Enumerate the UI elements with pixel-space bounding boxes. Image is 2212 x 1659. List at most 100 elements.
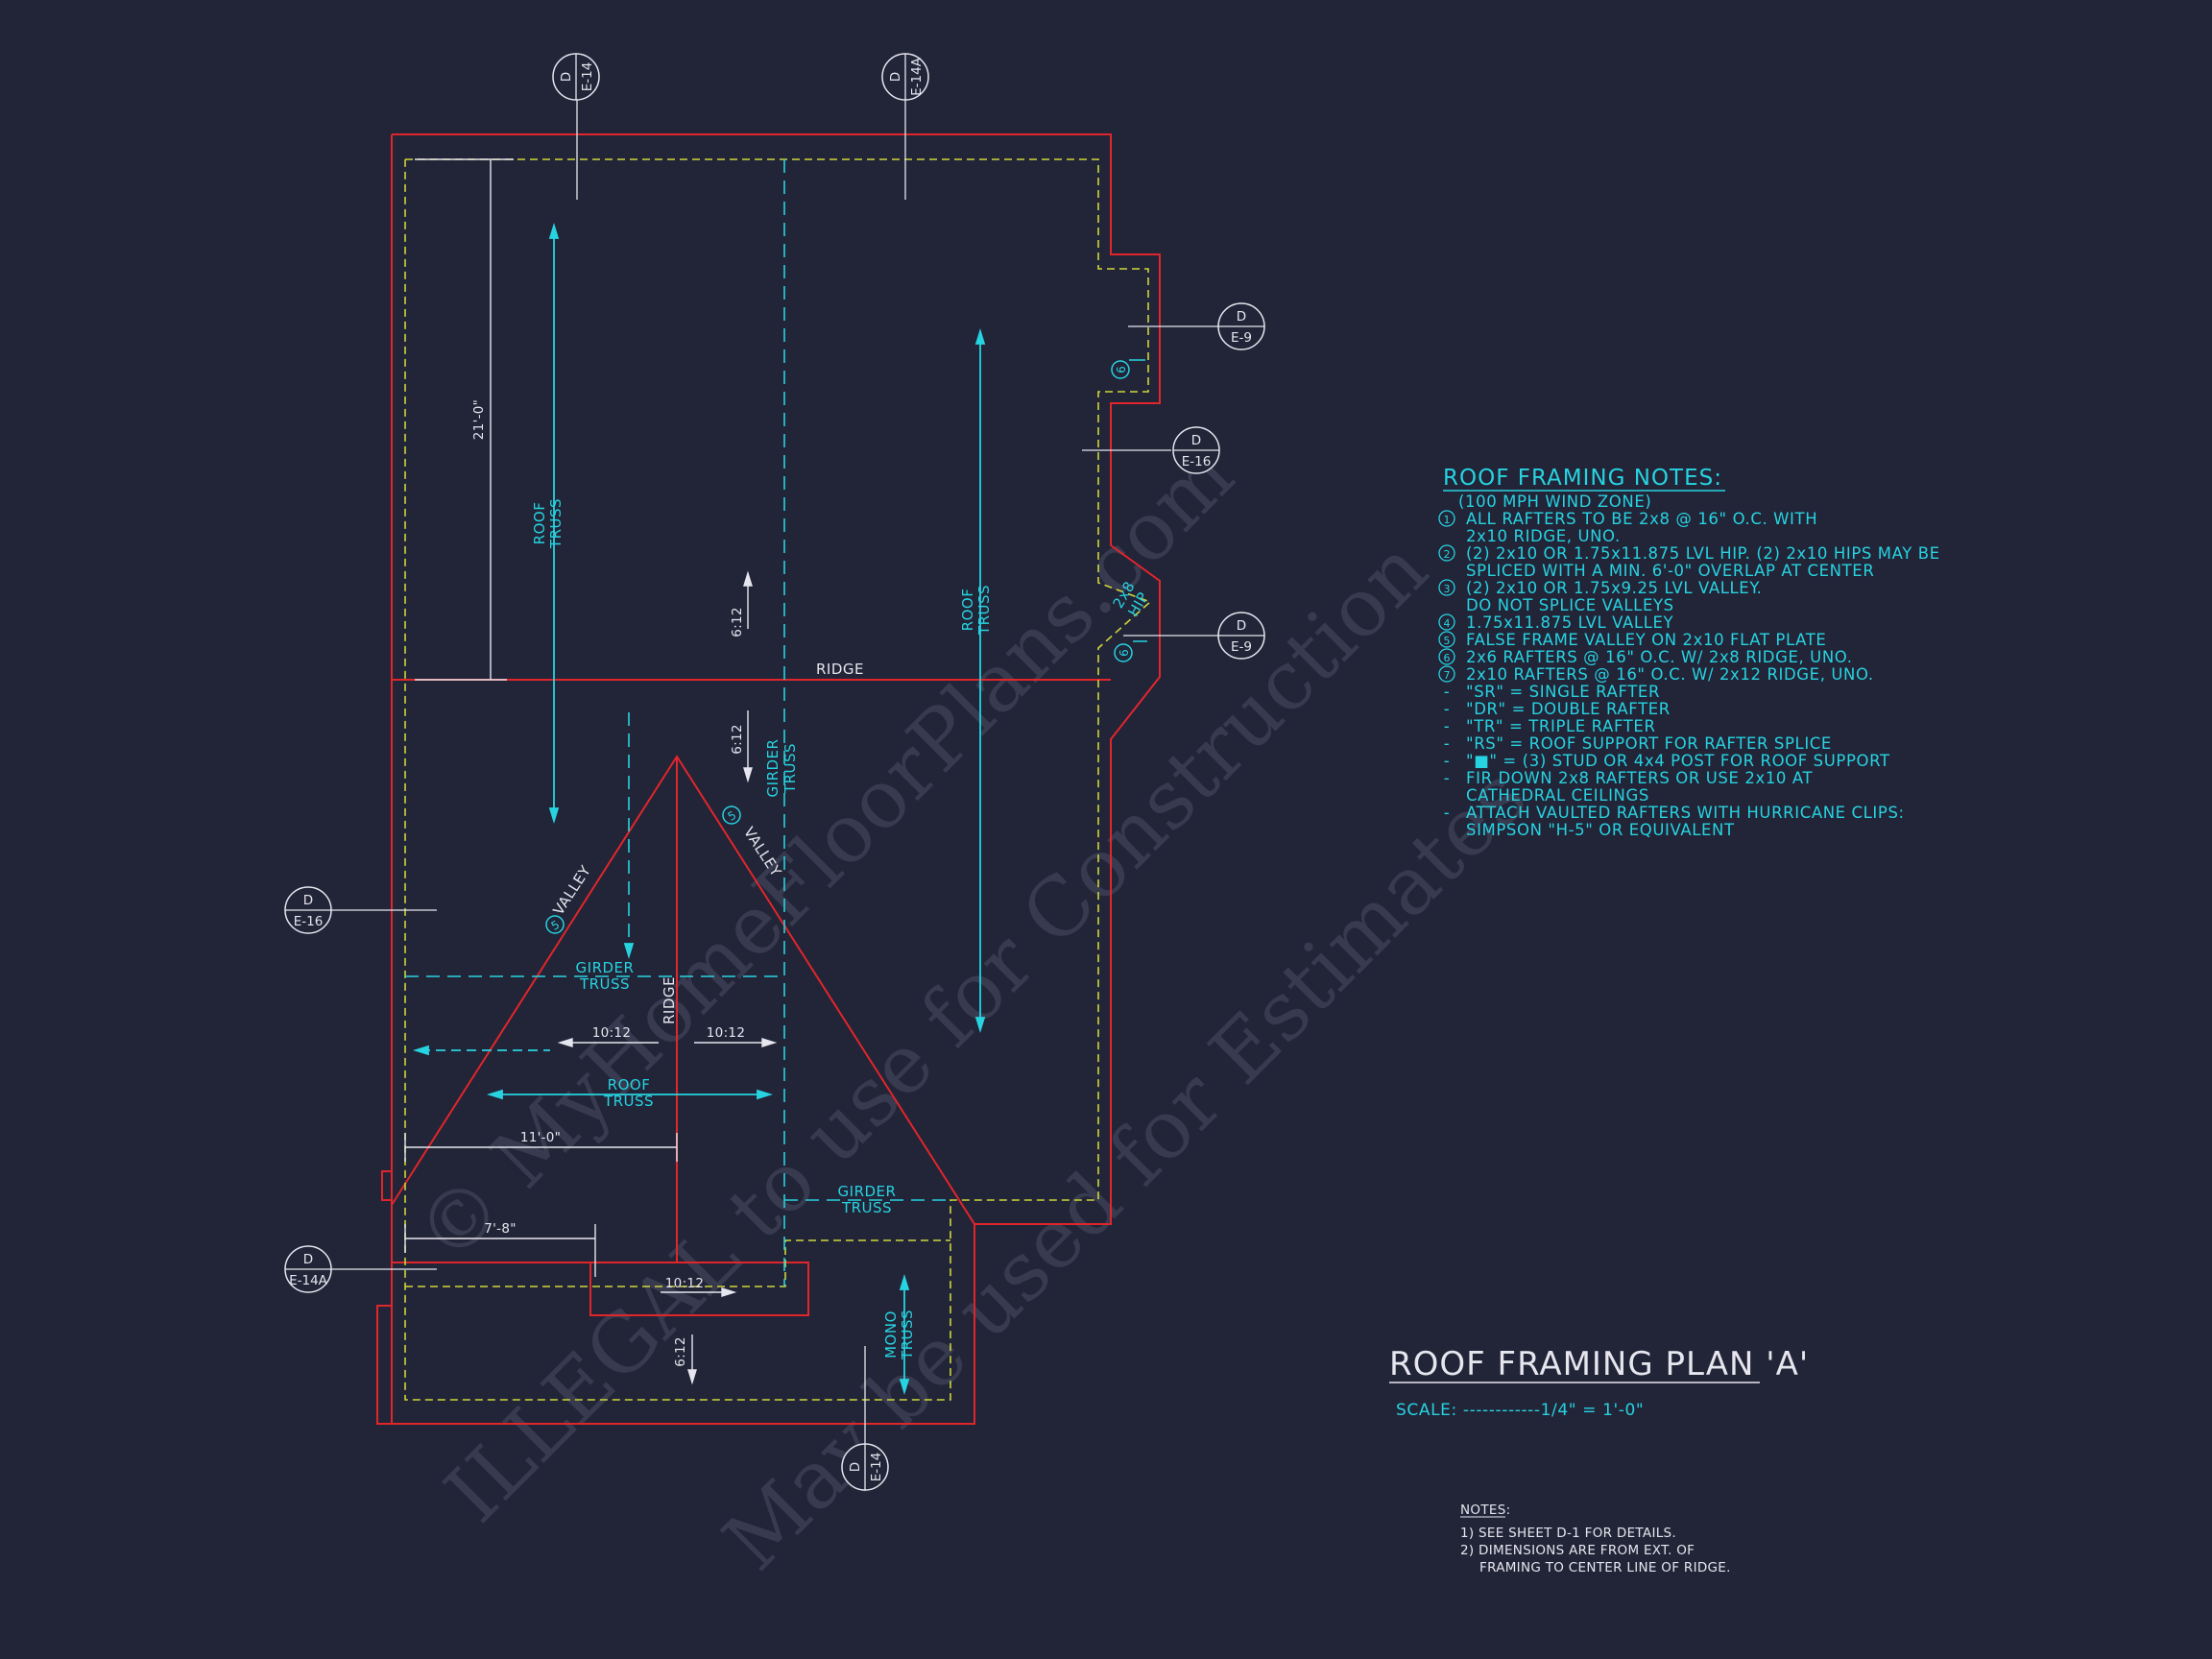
bubble-bottom-text: E-14A bbox=[289, 1273, 328, 1288]
bubble-bottom-text: E-16 bbox=[294, 914, 324, 929]
bubble-top-text: D bbox=[559, 72, 574, 82]
scale-text: SCALE: ------------1/4" = 1'-0" bbox=[1396, 1401, 1644, 1420]
section-leaders bbox=[331, 98, 1219, 1445]
pitch-lower-left-label: 6:12 bbox=[673, 1336, 688, 1367]
note-line: "SR" = SINGLE RAFTER bbox=[1466, 683, 1660, 701]
note-bullet: - bbox=[1444, 769, 1451, 787]
arrowhead bbox=[761, 1038, 778, 1047]
ridge-label: RIDGE bbox=[816, 661, 864, 678]
section-bubble-right-middle: D E-16 bbox=[1172, 426, 1220, 474]
arrowhead bbox=[486, 1089, 503, 1100]
girder-vertical-label-2: TRUSS bbox=[781, 743, 799, 794]
dashed-lower-step bbox=[405, 1239, 950, 1287]
note-line: DO NOT SPLICE VALLEYS bbox=[1466, 596, 1674, 614]
bubble-bottom-text: E-14 bbox=[869, 1453, 884, 1482]
note-line: ATTACH VAULTED RAFTERS WITH HURRICANE CL… bbox=[1466, 804, 1905, 822]
wind-zone: (100 MPH WIND ZONE) bbox=[1458, 493, 1651, 511]
note-bullet: - bbox=[1444, 700, 1451, 718]
dashed-outline bbox=[404, 158, 1152, 1401]
note-number: 7 bbox=[1444, 669, 1451, 682]
girder-horizontal-label-2: TRUSS bbox=[579, 975, 630, 993]
arrowhead bbox=[757, 1089, 774, 1100]
note-number-circle bbox=[1438, 648, 1455, 665]
bubble-bottom-text: E-9 bbox=[1231, 639, 1252, 655]
arrowhead bbox=[412, 1045, 429, 1056]
roof-truss-right-label-1: ROOF bbox=[959, 589, 976, 632]
marker-6-upper-circle bbox=[1111, 360, 1130, 379]
bubble-bottom-text: E-9 bbox=[1231, 330, 1252, 346]
marker-6-lower-circle bbox=[1114, 643, 1133, 662]
note-line: CATHEDRAL CEILINGS bbox=[1466, 786, 1649, 805]
bubble-top-text: D bbox=[1237, 618, 1246, 634]
pitch-right-label: 10:12 bbox=[707, 1025, 745, 1041]
mono-truss-label-1: MONO bbox=[882, 1310, 900, 1358]
note-number: 2 bbox=[1444, 548, 1451, 561]
roof-framing-notes: ROOF FRAMING NOTES: (100 MPH WIND ZONE) … bbox=[1438, 466, 1940, 839]
pitch-upper-label: 6:12 bbox=[730, 607, 745, 637]
roof-truss-left-label-2: TRUSS bbox=[547, 498, 565, 549]
roof-truss-right-label-2: TRUSS bbox=[975, 585, 993, 636]
note-number-circle bbox=[1438, 613, 1455, 631]
section-bubble-left-middle: D E-16 bbox=[284, 886, 332, 934]
section-bubble-right-upper: D E-9 bbox=[1217, 302, 1265, 350]
girder-lines bbox=[405, 159, 950, 1286]
note-line: "■" = (3) STUD OR 4x4 POST FOR ROOF SUPP… bbox=[1466, 752, 1890, 770]
marker-5-right-circle bbox=[722, 805, 741, 825]
note-line: 2x10 RIDGE, UNO. bbox=[1466, 527, 1621, 545]
bubble-top-text: D bbox=[1237, 309, 1246, 325]
note-line: 2x6 RAFTERS @ 16" O.C. W/ 2x8 RIDGE, UNO… bbox=[1466, 648, 1853, 666]
section-bubble-top-left: D E-14 bbox=[552, 53, 600, 101]
plan-markers bbox=[545, 359, 1147, 934]
section-bubble-right-lower: D E-9 bbox=[1217, 612, 1265, 660]
arrowhead bbox=[721, 1287, 737, 1297]
bubble-top-text: D bbox=[1191, 433, 1201, 448]
pitch-middle-label: 6:12 bbox=[730, 724, 745, 755]
note-number-circle bbox=[1438, 579, 1455, 596]
note-number-circle bbox=[1438, 510, 1455, 527]
bubble-top-text: D bbox=[888, 72, 903, 82]
bubble-bottom-text: E-16 bbox=[1182, 454, 1212, 469]
arrowhead bbox=[974, 1017, 986, 1034]
note-number-circle bbox=[1438, 544, 1455, 562]
girder-bottom-label-2: TRUSS bbox=[841, 1199, 892, 1216]
marker-6-upper: 6 bbox=[1115, 366, 1128, 373]
note-line: 1.75x11.875 LVL VALLEY bbox=[1466, 613, 1674, 632]
dimension-7-label: 7'-8" bbox=[484, 1221, 516, 1237]
dimension-21-label: 21'-0" bbox=[471, 399, 487, 440]
general-note-2b: FRAMING TO CENTER LINE OF RIDGE. bbox=[1479, 1560, 1731, 1575]
general-notes: NOTES: 1) SEE SHEET D-1 FOR DETAILS. 2) … bbox=[1460, 1503, 1731, 1575]
marker-5-left-circle bbox=[545, 915, 565, 934]
arrowhead bbox=[743, 570, 753, 587]
general-note-2a: 2) DIMENSIONS ARE FROM EXT. OF bbox=[1460, 1543, 1695, 1558]
notes-title: ROOF FRAMING NOTES: bbox=[1443, 466, 1722, 491]
note-line: (2) 2x10 OR 1.75x9.25 LVL VALLEY. bbox=[1466, 579, 1763, 597]
section-bubble-bottom: D E-14 bbox=[841, 1443, 889, 1491]
arrowhead bbox=[743, 767, 753, 783]
roof-truss-low-label-1: ROOF bbox=[608, 1076, 651, 1094]
bubble-top-text: D bbox=[303, 893, 313, 908]
note-number-circle bbox=[1438, 665, 1455, 683]
bubble-top-text: D bbox=[303, 1252, 313, 1267]
general-note-1: 1) SEE SHEET D-1 FOR DETAILS. bbox=[1460, 1526, 1676, 1541]
note-bullet: - bbox=[1444, 804, 1451, 822]
note-line: FALSE FRAME VALLEY ON 2x10 FLAT PLATE bbox=[1466, 631, 1826, 649]
roof-truss-left-label-1: ROOF bbox=[531, 502, 548, 545]
dimensions bbox=[404, 158, 778, 1385]
note-line: SIMPSON "H-5" OR EQUIVALENT bbox=[1466, 821, 1735, 839]
section-bubble-left-lower: D E-14A bbox=[284, 1245, 332, 1293]
note-bullet: - bbox=[1444, 734, 1451, 753]
note-line: ALL RAFTERS TO BE 2x8 @ 16" O.C. WITH bbox=[1466, 510, 1817, 528]
note-number: 5 bbox=[1444, 635, 1451, 647]
note-number: 6 bbox=[1444, 652, 1451, 664]
framing-line bbox=[404, 158, 1152, 1401]
note-line: "TR" = TRIPLE RAFTER bbox=[1466, 717, 1656, 735]
bubble-bottom-text: E-14 bbox=[580, 62, 595, 92]
section-bubble-top-right: D E-14A bbox=[881, 53, 929, 101]
girder-horizontal-label-1: GIRDER bbox=[576, 959, 635, 976]
arrowhead bbox=[557, 1038, 573, 1047]
note-line: (2) 2x10 OR 1.75x11.875 LVL HIP. (2) 2x1… bbox=[1466, 544, 1940, 563]
note-line: 2x10 RAFTERS @ 16" O.C. W/ 2x12 RIDGE, U… bbox=[1466, 665, 1874, 684]
outline-lower-step bbox=[392, 1262, 809, 1316]
